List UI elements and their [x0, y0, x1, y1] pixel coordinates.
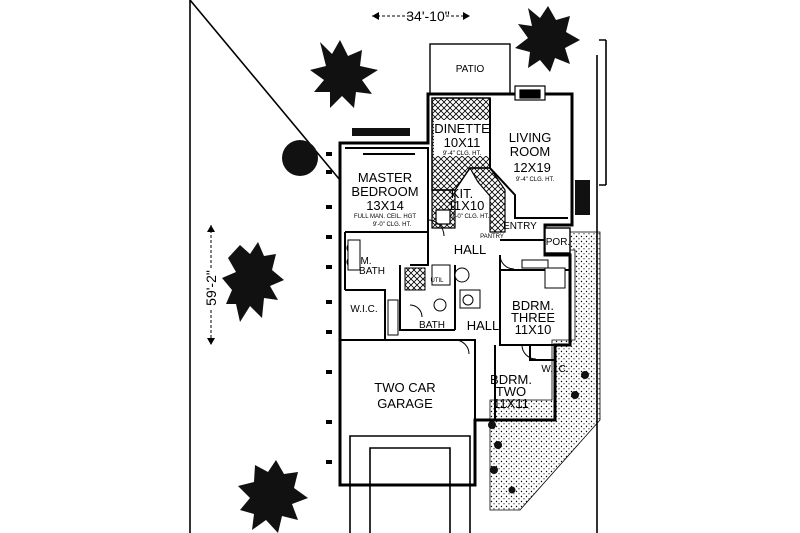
shrub-round-left: [282, 140, 318, 176]
living-room-size: 12X19: [513, 160, 551, 175]
dinette-ceiling-note: 9'-4" CLG. HT.: [443, 151, 482, 157]
bedroom-three-name-1: BDRM.: [512, 298, 554, 313]
tree-top-left: [310, 40, 378, 108]
master-bedroom-size: 13X14: [366, 198, 404, 213]
master-bedroom-name-2: BEDROOM: [351, 184, 418, 199]
tree-bottom-left: [238, 460, 308, 533]
hedge-top: [352, 128, 410, 136]
master-bedroom-window: [363, 153, 415, 155]
master-bath-label-1: M.: [360, 256, 371, 267]
pantry-label: PANTRY: [480, 234, 504, 240]
bedroom-two-size: 11X11: [493, 396, 529, 411]
master-bedroom-note-1: FULL MAN. CEIL. HGT: [354, 214, 416, 220]
planting-bed-shrubs: [488, 371, 589, 494]
master-wic-label: W.I.C.: [350, 304, 377, 315]
bedroom-two-name-1: BDRM.: [490, 372, 532, 387]
planting-bed: [489, 231, 601, 511]
living-room-ceiling-note: 9'-4" CLG. HT.: [516, 177, 555, 183]
kitchen-size: 11X10: [448, 198, 485, 213]
brick-edge-left: [326, 152, 332, 464]
bath-label: BATH: [419, 320, 445, 331]
interior-walls: [340, 232, 570, 420]
fixtures: [346, 239, 566, 336]
porch-area: [544, 227, 571, 254]
living-room-name-2: ROOM: [510, 144, 550, 159]
width-dimension: 34'-10": [372, 8, 470, 24]
master-bedroom-name-1: MASTER: [358, 170, 412, 185]
porch-label: POR.: [546, 237, 570, 248]
lower-hall-label: HALL: [467, 318, 500, 333]
master-bath-label-2: BATH: [359, 266, 385, 277]
hedge-right: [575, 180, 590, 215]
bedroom-three-name-2: THREE: [511, 310, 555, 325]
master-bedroom-note-2: 9'-0" CLG. HT.: [373, 222, 412, 228]
garage-name-1: TWO CAR: [374, 380, 435, 395]
living-room-name-1: LIVING: [509, 130, 552, 145]
kitchen-counters: [431, 167, 506, 233]
patio-label: PATIO: [456, 64, 485, 75]
entry-label: ENTRY: [503, 221, 537, 232]
garage-name-2: GARAGE: [377, 396, 433, 411]
dinette-name: DINETTE: [434, 121, 490, 136]
bedroom-two-name-2: TWO: [496, 384, 526, 399]
tree-top-right: [515, 6, 580, 72]
depth-dimension: 59'-2": [203, 225, 219, 345]
living-room-wall: [489, 98, 568, 219]
landscape-trees: [222, 6, 590, 533]
fireplace: [514, 85, 546, 101]
kitchen-name: KIT.: [451, 186, 473, 201]
depth-dimension-label: 59'-2": [203, 270, 219, 306]
upper-hall-label: HALL: [454, 242, 487, 257]
dinette-label-bg: [434, 120, 490, 156]
bedroom-two-wic-label: W.I.C.: [541, 364, 568, 375]
door-swings: [409, 219, 547, 360]
shrub-left-mid: [222, 242, 284, 322]
dinette-size: 10X11: [444, 135, 481, 150]
width-dimension-label: 34'-10": [406, 8, 449, 24]
kitchen-ceiling-note: 9'-0" CLG. HT.: [451, 214, 490, 220]
bedroom-three-size: 11X10: [515, 322, 552, 337]
utility-label: UTIL: [430, 278, 444, 284]
patio: [429, 43, 511, 95]
master-bedroom-walls: [345, 147, 429, 233]
